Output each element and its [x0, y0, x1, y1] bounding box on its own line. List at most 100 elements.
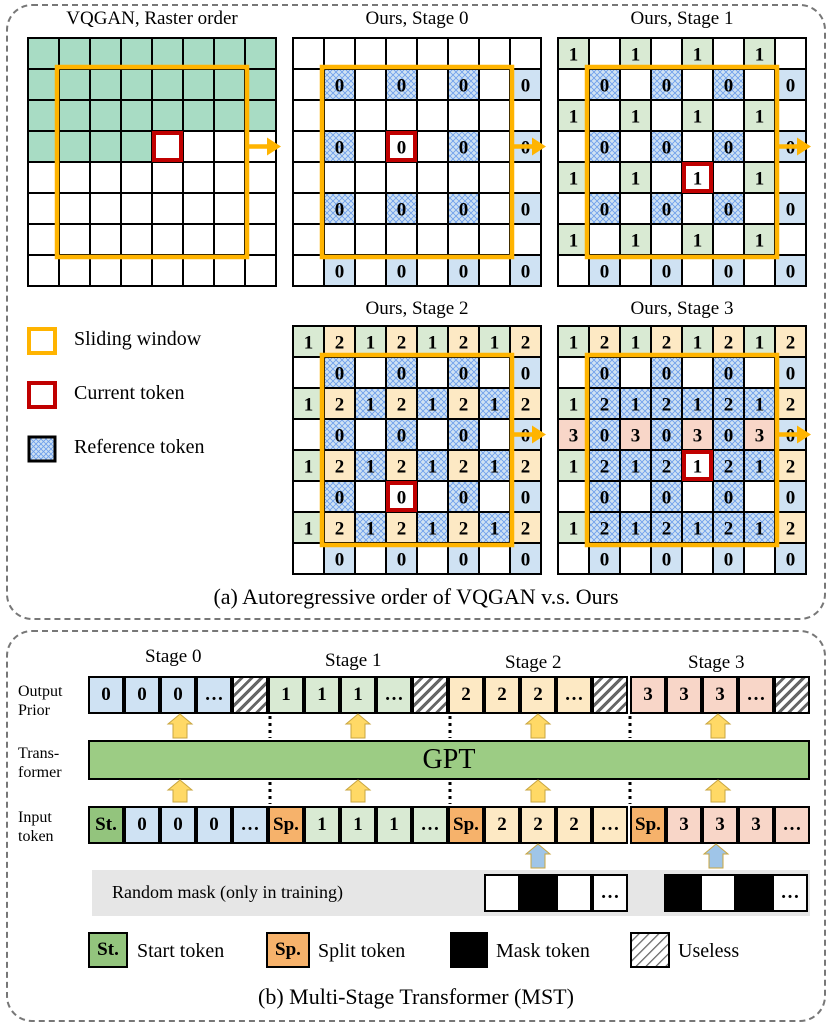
cell-label: 1 — [631, 107, 641, 128]
cell-label: 0 — [521, 262, 531, 283]
cell-label: 1 — [631, 519, 641, 540]
token-grids: 0000000000000000111100001111000011110000… — [27, 37, 811, 575]
useless-token — [774, 676, 810, 714]
row-label-output: Output Prior — [18, 683, 63, 719]
cell-label: 0 — [459, 200, 469, 221]
unmasked-token — [700, 874, 736, 912]
start-token: St. — [88, 806, 124, 844]
grid-cell — [774, 161, 807, 194]
cell-label: 0 — [662, 262, 672, 283]
grid-title-stage0: Ours, Stage 0 — [365, 8, 469, 29]
cell-label: 0 — [724, 364, 734, 385]
token-grid-3: 1212121200001212121200001212121200001212… — [292, 325, 546, 575]
cell-label: 0 — [335, 550, 345, 571]
cell-label: 1 — [569, 457, 579, 478]
grid-cell — [244, 254, 277, 287]
sliding-window — [319, 352, 515, 548]
grid-cell — [478, 254, 511, 287]
cell-label: 0 — [459, 364, 469, 385]
cell-label: 1 — [569, 107, 579, 128]
grid-cell — [182, 37, 215, 70]
grid-cell — [650, 192, 683, 225]
grid-cell — [354, 161, 387, 194]
cell-label: 0 — [786, 550, 796, 571]
grid-cell — [182, 68, 215, 101]
grid-cell — [416, 130, 449, 163]
cell-label: 2 — [459, 395, 469, 416]
grid-cell — [323, 37, 356, 70]
grid-cell — [681, 68, 714, 101]
grid-cell — [354, 192, 387, 225]
stage-label-0: Stage 0 — [145, 646, 202, 667]
grid-cell — [27, 37, 60, 70]
grid-cell — [712, 223, 745, 256]
grid-cell — [354, 99, 387, 132]
grid-cell — [478, 223, 511, 256]
grid-cell — [588, 161, 621, 194]
grid-cell — [557, 480, 590, 513]
grid-cell — [774, 37, 807, 70]
input-token: 2 — [556, 806, 592, 844]
grid-cell — [385, 37, 418, 70]
input-token: 3 — [666, 806, 702, 844]
cell-label: 1 — [304, 395, 314, 416]
cell-label: 0 — [600, 200, 610, 221]
grid-cell — [244, 37, 277, 70]
grid-cell — [619, 130, 652, 163]
sliding-window — [319, 64, 515, 260]
grid-cell — [385, 161, 418, 194]
slide-arrow-head — [797, 425, 811, 444]
cell-label: 0 — [335, 76, 345, 97]
input-token: 2 — [520, 806, 556, 844]
grid-cell — [416, 325, 449, 358]
cell-label: 0 — [600, 550, 610, 571]
cell-label: 1 — [490, 457, 500, 478]
up-arrow-input — [704, 779, 732, 803]
useless-token — [232, 676, 268, 714]
grid-cell — [743, 68, 776, 101]
cell-label: 1 — [569, 45, 579, 66]
grid-cell — [478, 192, 511, 225]
grid-cell — [447, 325, 480, 358]
cell-label: 0 — [786, 488, 796, 509]
grid-cell — [509, 223, 542, 256]
grid-cell — [58, 68, 91, 101]
grid-cell — [354, 418, 387, 451]
grid-cell — [743, 542, 776, 575]
cell-label: 2 — [397, 395, 407, 416]
cell-label: 1 — [366, 457, 376, 478]
grid-cell — [557, 161, 590, 194]
caption-a: (a) Autoregressive order of VQGAN v.s. O… — [213, 584, 619, 609]
grid-cell — [182, 192, 215, 225]
cell-label: 0 — [521, 550, 531, 571]
cell-label: 1 — [304, 457, 314, 478]
grid-cell — [557, 192, 590, 225]
grid-cell — [557, 37, 590, 70]
cell-label: 0 — [335, 138, 345, 159]
cell-label: 0 — [724, 426, 734, 447]
legend-current-token: Current token — [74, 382, 185, 404]
grid-cell — [89, 99, 122, 132]
cell-label: 2 — [662, 519, 672, 540]
grid-cell — [120, 223, 153, 256]
cell-label: 0 — [397, 138, 407, 159]
grid-cell — [182, 254, 215, 287]
grid-cell — [588, 99, 621, 132]
panel-b — [6, 630, 826, 1022]
grid-cell — [182, 130, 215, 163]
grid-cell — [509, 192, 542, 225]
grid-cell — [89, 68, 122, 101]
grid-cell — [416, 356, 449, 389]
token-grid-0 — [27, 37, 281, 287]
cell-label: 2 — [397, 457, 407, 478]
grid-cell — [292, 68, 325, 101]
grid-cell — [447, 37, 480, 70]
grid-cell — [182, 161, 215, 194]
token-grid-4: 1212121200001212121230303030121212120000… — [557, 325, 811, 575]
cell-label: 3 — [755, 426, 765, 447]
grid-cell — [619, 356, 652, 389]
grid-cell — [619, 542, 652, 575]
grid-cell — [292, 192, 325, 225]
grid-cell — [89, 130, 122, 163]
cell-label: 0 — [600, 76, 610, 97]
